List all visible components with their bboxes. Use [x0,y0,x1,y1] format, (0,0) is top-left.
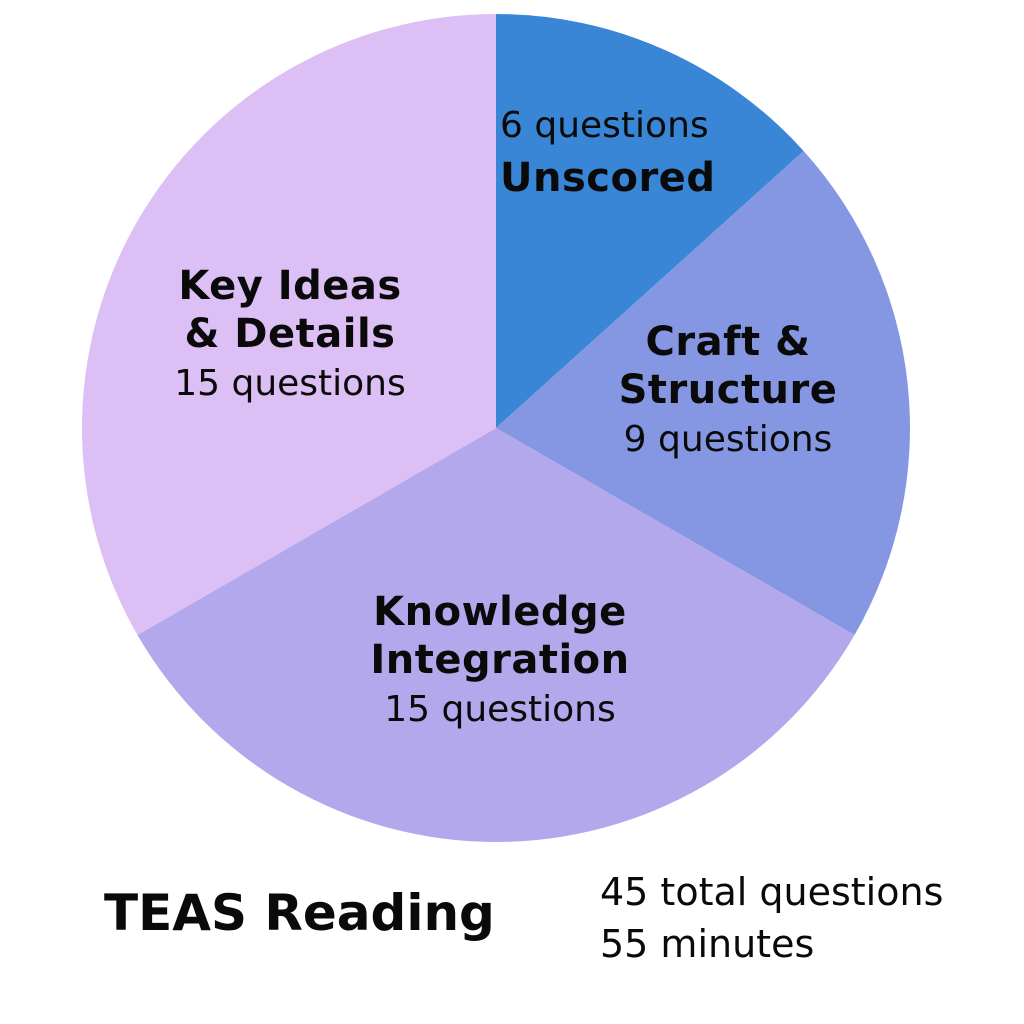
craft-line2: Structure [618,367,838,413]
unscored-count: 6 questions [500,105,709,146]
pie-slice-key-ideas-details [82,14,497,635]
label-knowledge-integration: Knowledge Integration 15 questions [350,592,650,728]
duration: 55 minutes [600,922,815,966]
craft-count: 9 questions [623,419,833,460]
unscored-name: Unscored [500,155,716,201]
knowledge-line1: Knowledge [373,589,627,635]
keyideas-line2: & Details [184,311,396,357]
chart-title: TEAS Reading [104,884,495,942]
keyideas-line1: Key Ideas [178,263,402,309]
pie-slice-knowledge-integration [137,428,855,842]
keyideas-count: 15 questions [174,363,406,404]
knowledge-count: 15 questions [384,689,616,730]
pie-slice-craft-structure [496,150,910,636]
knowledge-line2: Integration [370,637,630,683]
label-key-ideas: Key Ideas & Details 15 questions [150,266,430,402]
pie-slice-unscored [496,14,804,428]
label-craft-structure: Craft & Structure 9 questions [596,322,860,458]
total-questions: 45 total questions [600,870,944,914]
craft-line1: Craft & [645,319,811,365]
chart-summary: 45 total questions 55 minutes [600,866,943,970]
label-unscored: 6 questions Unscored [500,105,716,201]
